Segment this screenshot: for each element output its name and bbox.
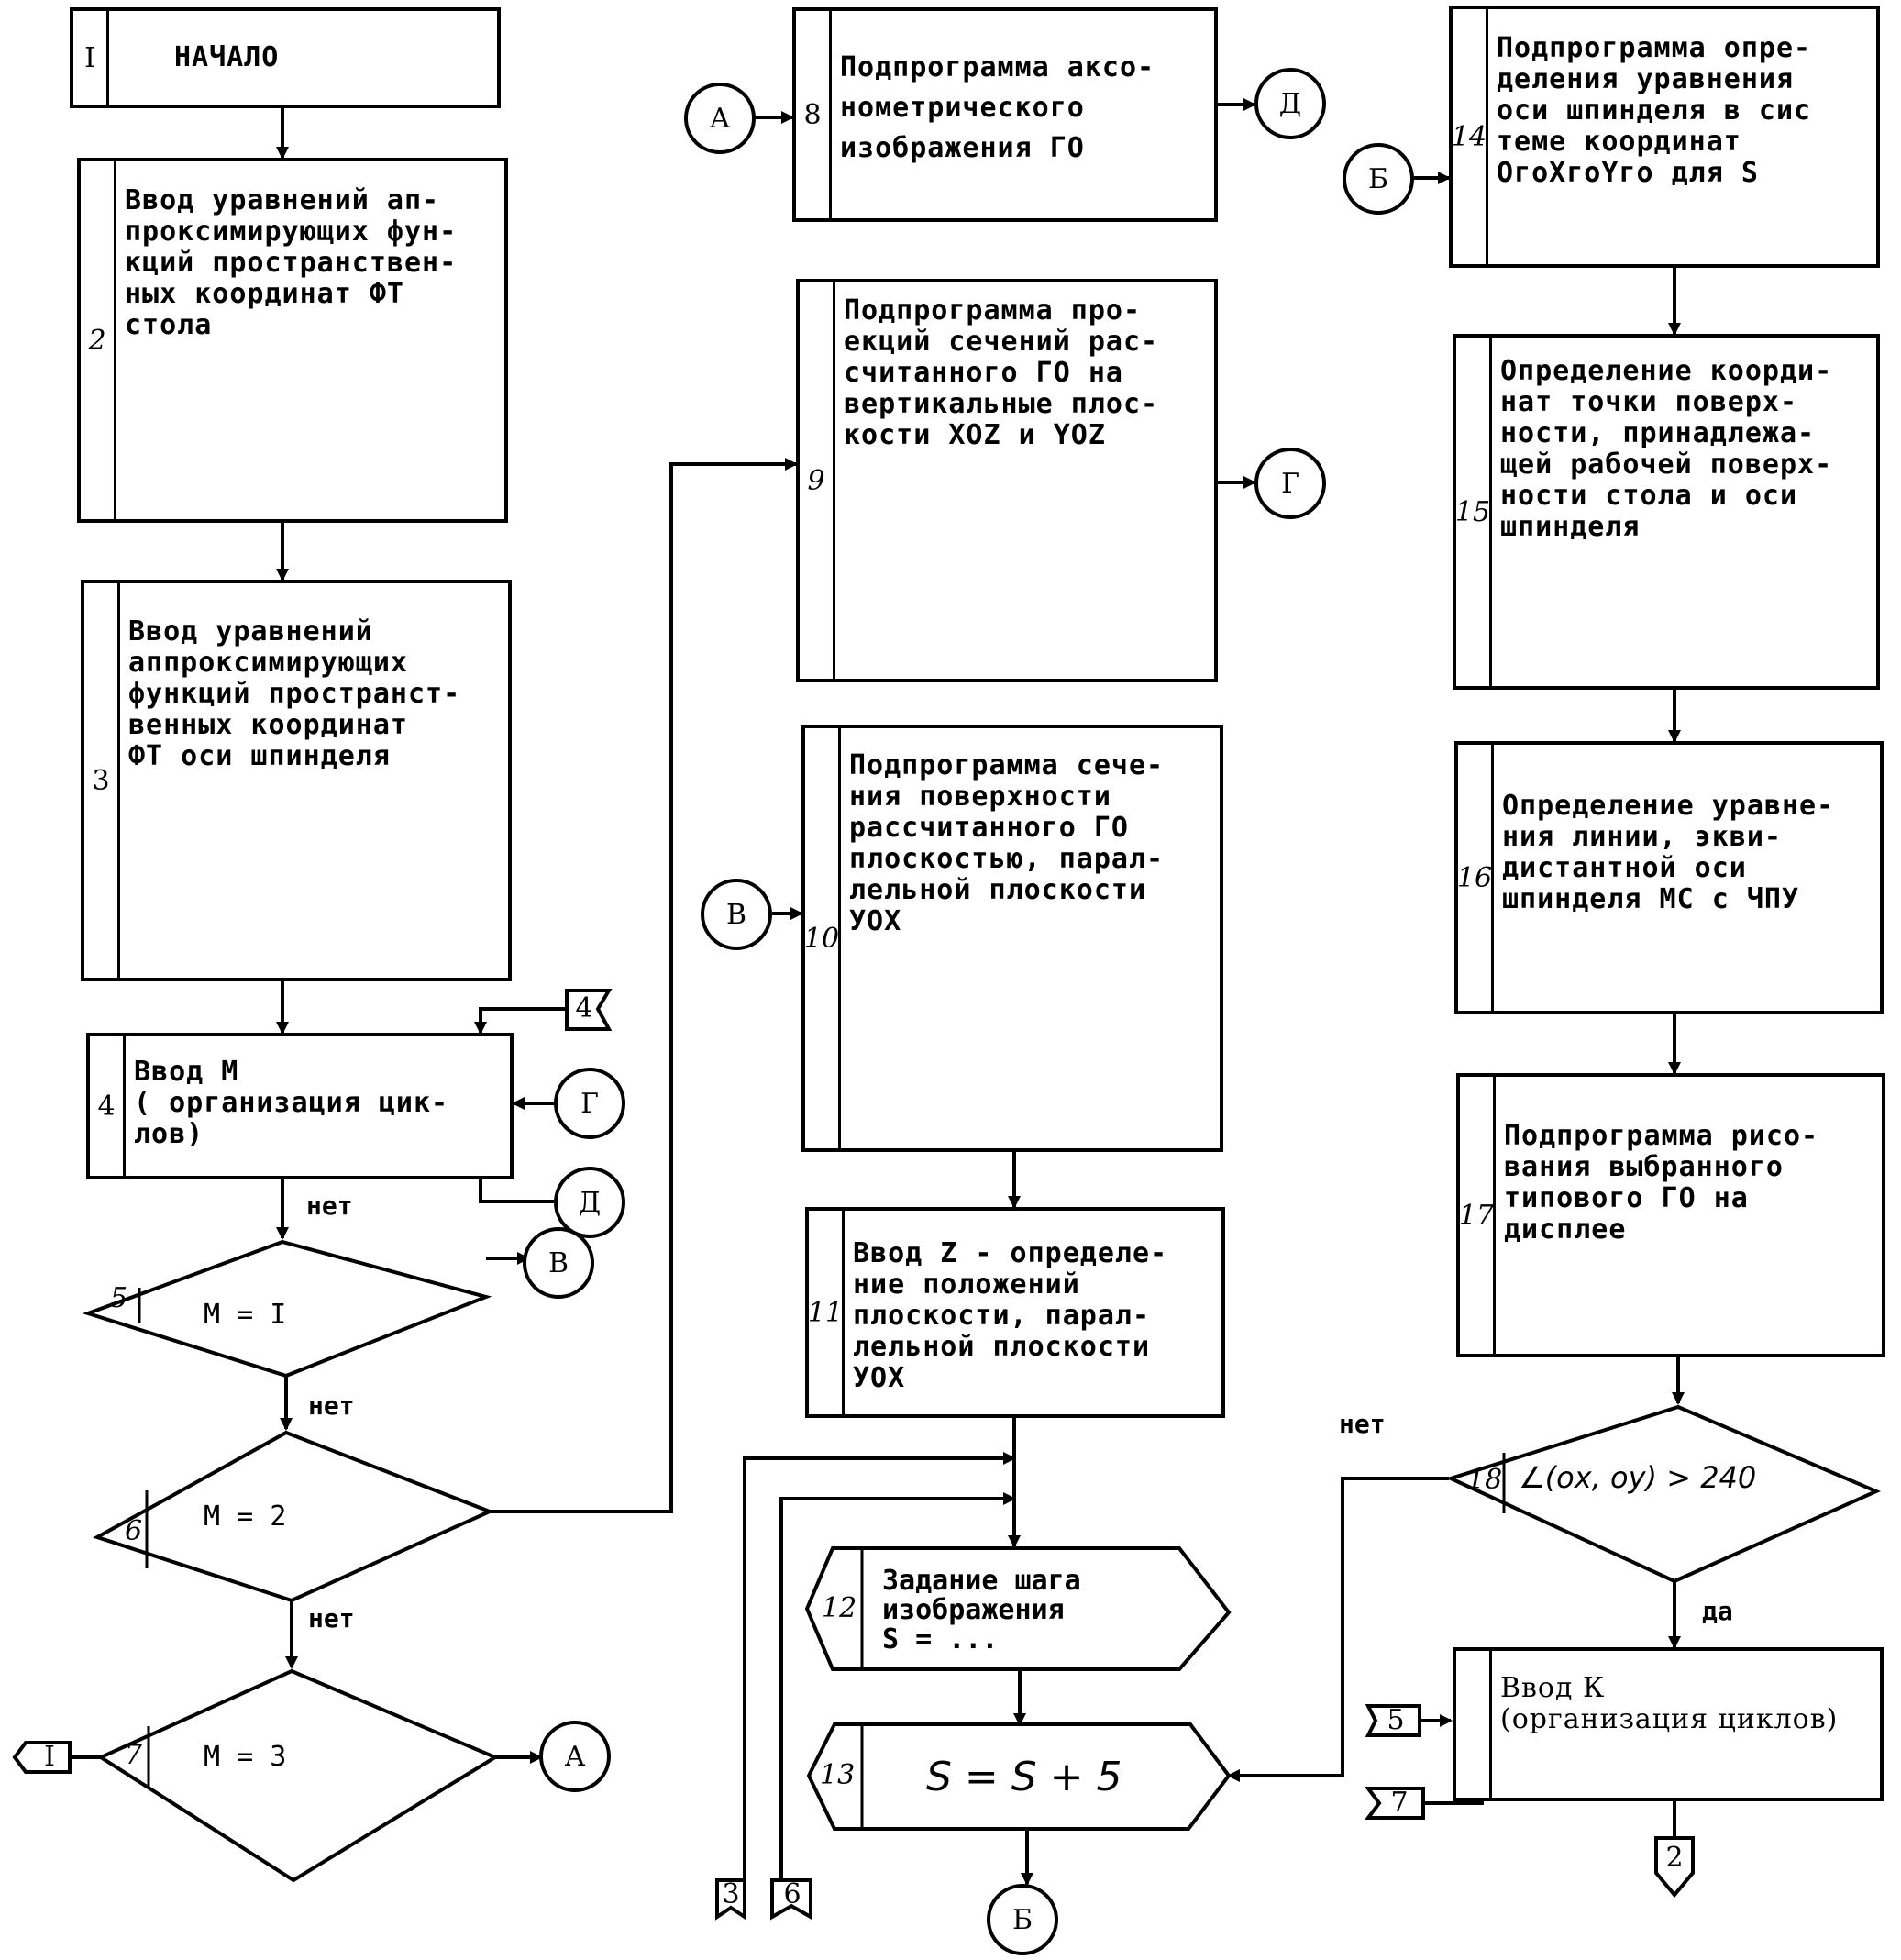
- label-no-6: нет: [308, 1603, 355, 1633]
- page-ref-5[interactable]: 5: [1387, 1704, 1405, 1736]
- prep-12-number: 12: [822, 1592, 857, 1624]
- prep-13-text: S = S + 5: [926, 1754, 1122, 1800]
- block-8-text: Подпрограмма аксо- нометрического изобра…: [840, 51, 1155, 164]
- decision-5-number: 5: [110, 1282, 128, 1314]
- connector-G-out[interactable]: Г: [1254, 448, 1326, 519]
- decision-6-condition: М = 2: [204, 1500, 287, 1533]
- label-no-18: нет: [1339, 1409, 1386, 1439]
- block-19: Ввод К (организация циклов): [1453, 1647, 1884, 1801]
- block-10-text: Подпрограмма сече- ния поверхности рассч…: [849, 749, 1165, 937]
- block-11-number: 11: [808, 1211, 845, 1414]
- block-4-text: Ввод М ( организация цик- лов): [134, 1056, 449, 1150]
- connector-B-out[interactable]: Б: [987, 1884, 1058, 1955]
- block-1-text: НАЧАЛО: [174, 41, 280, 73]
- label-no-5: нет: [308, 1390, 355, 1421]
- block-2-number: 2: [81, 161, 116, 519]
- block-3-text: Ввод уравнений аппроксимирующих функций …: [128, 615, 461, 772]
- block-3: 3 Ввод уравнений аппроксимирующих функци…: [81, 580, 512, 981]
- block-15-number: 15: [1455, 338, 1492, 686]
- block-17-text: Подпрограмма рисо- вания выбранного типо…: [1504, 1120, 1819, 1246]
- block-11: 11 Ввод Z - определе- ние положений плос…: [805, 1207, 1225, 1418]
- block-8: 8 Подпрограмма аксо- нометрического изоб…: [792, 7, 1218, 222]
- prep-12-text: Задание шага изображения S = ...: [882, 1565, 1081, 1655]
- block-3-number: 3: [84, 583, 120, 978]
- block-16-text: Определение уравне- ния линии, экви- дис…: [1502, 790, 1835, 915]
- decision-6-number: 6: [125, 1515, 143, 1547]
- block-17: 17 Подпрограмма рисо- вания выбранного т…: [1456, 1073, 1885, 1357]
- decision-18-number: 18: [1467, 1464, 1503, 1496]
- ref1-shape: [12, 1741, 72, 1774]
- block-4: 4 Ввод М ( организация цик- лов): [86, 1033, 514, 1179]
- block-1-number: I: [73, 11, 109, 105]
- page-ref-6[interactable]: 6: [783, 1878, 801, 1910]
- block-14: 14 Подпрограмма опре- деления уравнения …: [1449, 6, 1880, 268]
- block-15-text: Определение коорди- нат точки поверх- но…: [1500, 355, 1833, 543]
- block-10-number: 10: [804, 728, 841, 1148]
- arrow-ref6-12: [779, 1492, 1016, 1880]
- block-2: 2 Ввод уравнений ап- проксимирующих фун-…: [77, 158, 508, 523]
- page-ref-4[interactable]: 4: [575, 992, 593, 1024]
- block-1-start: I НАЧАЛО: [70, 7, 501, 108]
- block-9: 9 Подпрограмма про- екций сечений рас- с…: [796, 279, 1218, 682]
- block-16: 16 Определение уравне- ния линии, экви- …: [1454, 741, 1884, 1014]
- arrow-ref3-12: [743, 1452, 1016, 1880]
- prep-12-shape: [804, 1546, 1232, 1671]
- line-D-4: [479, 1179, 554, 1203]
- decision-7-number: 7: [125, 1739, 143, 1771]
- block-8-number: 8: [796, 11, 832, 218]
- block-17-number: 17: [1459, 1077, 1496, 1354]
- page-ref-2[interactable]: 2: [1665, 1842, 1684, 1874]
- block-11-text: Ввод Z - определе- ние положений плоскос…: [853, 1237, 1168, 1394]
- block-9-number: 9: [800, 282, 835, 679]
- prep-13-shape: [806, 1722, 1232, 1831]
- block-14-number: 14: [1452, 9, 1488, 264]
- block-15: 15 Определение коорди- нат точки поверх-…: [1453, 334, 1880, 690]
- ref2-shape: [1654, 1836, 1695, 1899]
- page-ref-7[interactable]: 7: [1390, 1787, 1409, 1819]
- block-19-text: Ввод К (организация циклов): [1500, 1672, 1839, 1735]
- decision-18-condition: ∠(ox, oy) > 240: [1519, 1460, 1757, 1495]
- connector-D-to-4[interactable]: Д: [554, 1167, 625, 1238]
- prep-13-number: 13: [820, 1759, 856, 1791]
- connector-A-from-7[interactable]: А: [539, 1721, 611, 1792]
- connector-V-from-5[interactable]: В: [523, 1227, 594, 1299]
- block-2-text: Ввод уравнений ап- проксимирующих фун- к…: [125, 184, 458, 341]
- block-14-text: Подпрограмма опре- деления уравнения оси…: [1497, 32, 1812, 189]
- connector-A-in[interactable]: А: [684, 83, 756, 154]
- connector-V-in[interactable]: В: [701, 879, 772, 950]
- block-16-number: 16: [1457, 745, 1494, 1011]
- label-yes-18: да: [1702, 1596, 1733, 1626]
- decision-18-shape: [1445, 1404, 1882, 1584]
- decision-6-shape: [93, 1430, 495, 1603]
- connector-G-to-4[interactable]: Г: [554, 1068, 625, 1139]
- block-19-number: [1456, 1651, 1492, 1798]
- decision-7-condition: М = 3: [204, 1741, 287, 1773]
- decision-5-shape: [82, 1239, 492, 1379]
- ref5-shape: [1365, 1704, 1421, 1737]
- block-9-text: Подпрограмма про- екций сечений рас- счи…: [844, 294, 1159, 451]
- arrow-ref4-4: [474, 1007, 574, 1035]
- connector-D-out[interactable]: Д: [1254, 68, 1326, 139]
- page-ref-3[interactable]: 3: [722, 1878, 740, 1910]
- decision-7-shape: [96, 1668, 500, 1883]
- ref4-shape: [565, 989, 613, 1031]
- decision-5-condition: М = I: [204, 1299, 287, 1331]
- block-4-number: 4: [90, 1036, 126, 1176]
- block-10: 10 Подпрограмма сече- ния поверхности ра…: [801, 725, 1223, 1152]
- label-no-4: нет: [306, 1190, 353, 1221]
- ref3-shape: [715, 1878, 746, 1921]
- ref7-shape: [1365, 1787, 1425, 1820]
- arrow-6-9: [490, 458, 798, 1513]
- arrow-18-13: [1227, 1477, 1449, 1782]
- page-ref-1[interactable]: I: [44, 1741, 55, 1773]
- ref6-shape: [770, 1878, 812, 1921]
- connector-E-in[interactable]: Б: [1343, 143, 1414, 215]
